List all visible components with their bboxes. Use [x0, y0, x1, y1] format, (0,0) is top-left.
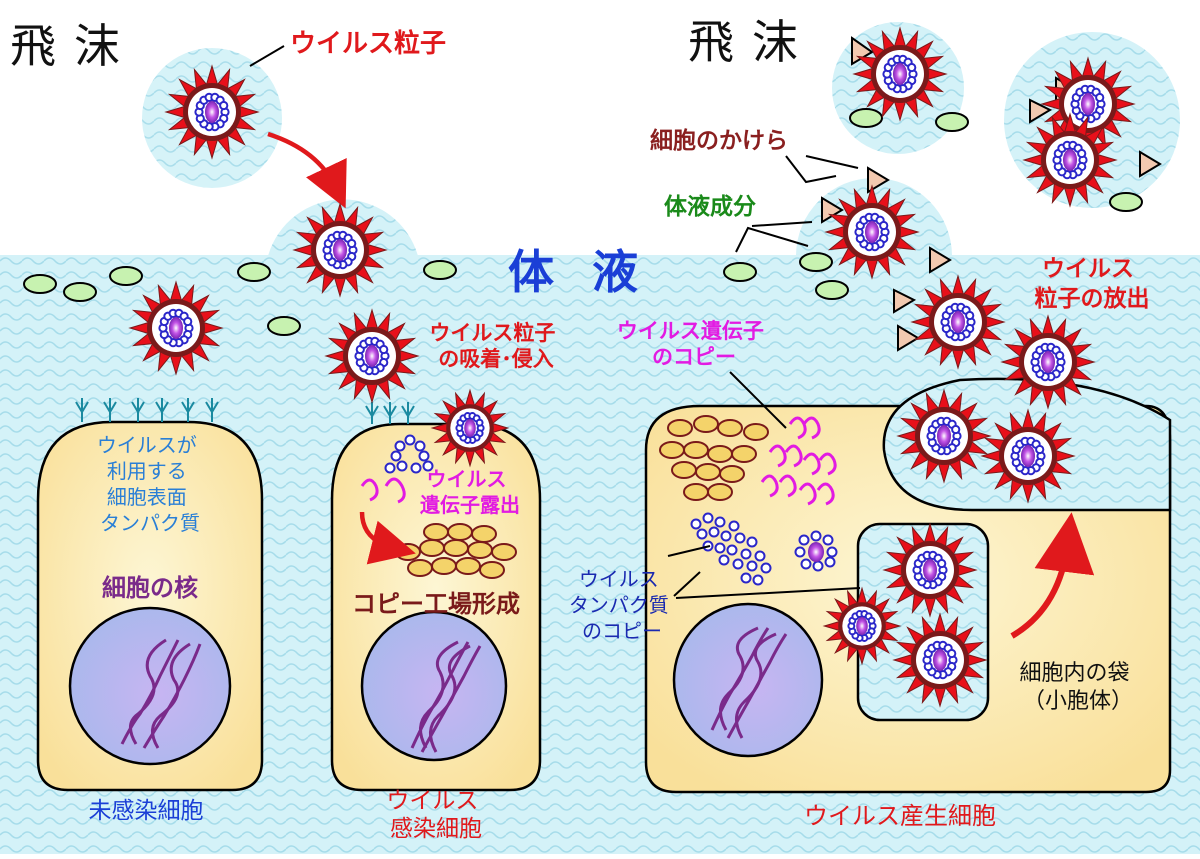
uninfected-cell-shape [36, 398, 264, 792]
cell-fragment-label: 細胞のかけら [650, 127, 788, 154]
vesicle-label: 細胞内の袋 （小胞体） [1019, 661, 1136, 714]
virus-particle [324, 308, 420, 404]
virus-particle [1022, 112, 1118, 208]
arrow-vesicle-release [1010, 512, 1095, 639]
virus-particle [164, 64, 260, 160]
arrows [267, 131, 1095, 639]
factory-label: コピー工場形成 [352, 590, 520, 618]
droplet-label-left: 飛沫 [10, 19, 138, 73]
cell-fragments [821, 36, 1162, 352]
arrow-droplet-to-fluid [267, 131, 347, 209]
virus-particle [896, 388, 992, 484]
leader-lines [249, 45, 861, 599]
virus-particle [128, 280, 224, 376]
nucleus-label: 細胞の核 [102, 574, 198, 602]
dna-strands [120, 626, 788, 753]
virus-particle [980, 408, 1076, 504]
adsorption-label: ウイルス粒子 の吸着･侵入 [429, 321, 562, 371]
copy-factories [395, 415, 769, 579]
surface-receptors [75, 398, 219, 422]
nucleus [68, 606, 232, 766]
arrow-gene-to-factory [359, 511, 416, 565]
labels: 飛沫 飛沫 ウイルス粒子 体液 細胞のかけら 体液成分 ウイルス 粒子の放出 ウ… [10, 15, 1150, 842]
fluid-components [23, 108, 1143, 336]
virus-particle [852, 26, 948, 122]
virus-particle [1000, 314, 1096, 410]
gene-copies [360, 416, 837, 506]
virus-particle [882, 522, 978, 618]
virus-particle [822, 586, 902, 666]
gene-exposure-label: ウイルス 遺伝子露出 [420, 467, 520, 517]
gene-copy-label: ウイルス遺伝子 のコピー [617, 319, 771, 369]
protein-core [808, 542, 824, 562]
body-fluid-label: 体液 [508, 245, 676, 299]
nucleus [360, 610, 508, 762]
droplet-label-right: 飛沫 [688, 15, 816, 69]
protein-copies [384, 434, 838, 586]
infected-cell-shape [330, 402, 542, 792]
producing-cell-label: ウイルス産生細胞 [804, 802, 996, 830]
protein-copy-label: ウイルス タンパク質 のコピー [569, 567, 675, 643]
nucleus [672, 602, 824, 758]
virus-particle-label: ウイルス粒子 [290, 28, 446, 59]
surface-protein-label: ウイルスが 利用する 細胞表面 タンパク質 [97, 433, 203, 535]
virus-particle [910, 274, 1006, 370]
virus-particle [430, 388, 510, 468]
virus-particle [824, 184, 920, 280]
virus-release-label: ウイルス 粒子の放出 [1035, 256, 1150, 312]
fluid-component-label: 体液成分 [664, 193, 756, 220]
virus-particle [292, 202, 388, 298]
uninfected-cell-label: 未感染細胞 [89, 798, 204, 824]
virus-particle [1040, 56, 1136, 152]
virus-particles [128, 26, 1136, 708]
virus-particle [892, 612, 988, 708]
infected-cell-label: ウイルス 感染細胞 [386, 788, 485, 842]
